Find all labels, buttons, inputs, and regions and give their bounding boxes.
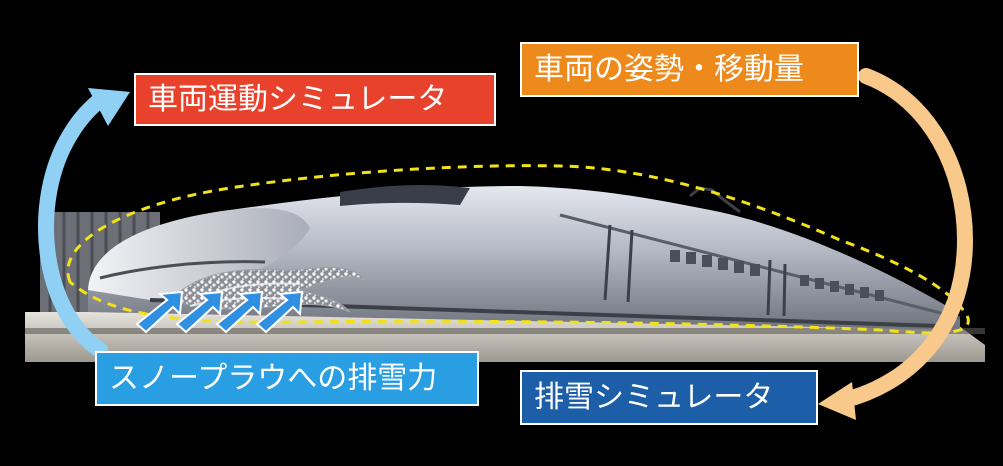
force-arrow-2 [175,290,224,334]
vehicle-posture-displacement-label: 車両の姿勢・移動量 [520,42,859,97]
snow-removal-simulator-label: 排雪シミュレータ [520,370,818,425]
left-cycle-arrow [38,88,130,358]
right-cycle-arrow [818,68,974,420]
force-arrow-4 [255,290,304,334]
train-doors [603,224,787,317]
dashed-outline [66,164,970,335]
vehicle-motion-simulator-label: 車両運動シミュレータ [134,73,496,126]
force-arrow-1 [135,290,184,334]
force-arrow-3 [215,290,264,334]
force-arrows [135,290,304,334]
train-windows [670,250,884,301]
snow-plow-force-label: スノープラウへの排雪力 [95,351,479,406]
pantograph [689,186,741,214]
